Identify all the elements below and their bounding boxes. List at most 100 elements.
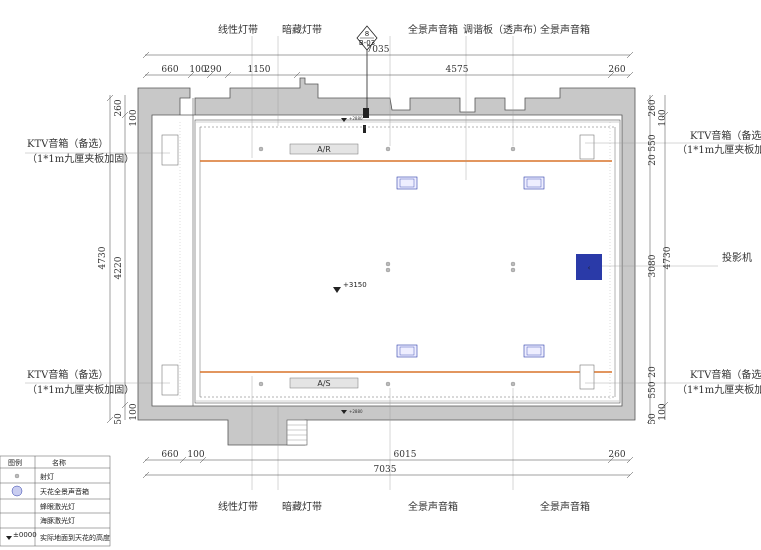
screen-bottom: A/S	[289, 377, 359, 389]
height-marker-bottom: +2880	[341, 409, 363, 414]
label-tuning-panel: 调谐板（透声布）	[463, 23, 543, 36]
section-mark: 8 B-03	[356, 25, 378, 118]
label-full-speaker-top-1: 全景声音箱	[408, 23, 458, 36]
label-ktv-left-top: KTV音箱（备选）	[27, 137, 108, 150]
label-full-speaker-bottom-2: 全景声音箱	[540, 500, 590, 513]
spotlight	[385, 381, 391, 387]
ktv-speaker-right-top	[579, 134, 595, 160]
spotlight	[510, 146, 516, 152]
label-ktv-left-bottom: KTV音箱（备选）	[27, 368, 108, 381]
svg-text:B-03: B-03	[359, 39, 375, 47]
ceiling-speaker	[523, 176, 545, 190]
ktv-speaker-left-top	[161, 134, 179, 166]
dim-left-100: 100	[129, 109, 139, 126]
legend-header-symbol: 图例	[8, 458, 22, 467]
dim-top-290: 290	[204, 65, 221, 75]
dim-right-4730: 4730	[663, 246, 673, 269]
ceiling-speaker	[396, 344, 418, 358]
walls	[137, 77, 636, 446]
spotlight	[258, 146, 264, 152]
dim-top-100: 100	[189, 65, 206, 75]
legend-header-name: 名称	[52, 458, 66, 467]
projector	[576, 254, 602, 280]
dim-top-660: 660	[161, 65, 178, 75]
screen-bottom-label: A/S	[317, 379, 330, 388]
dim-right-100: 100	[658, 109, 668, 126]
leader-lines	[25, 36, 750, 490]
dim-left-50: 50	[114, 413, 124, 425]
svg-text:+2880: +2880	[349, 409, 363, 414]
spotlights	[258, 146, 516, 387]
spotlight	[385, 146, 391, 152]
dim-bottom-6015: 6015	[394, 450, 417, 460]
dim-top-1150: 1150	[248, 65, 271, 75]
legend-row-symbol: ±0000	[13, 531, 37, 539]
ceiling-speaker	[523, 344, 545, 358]
legend-speaker-icon	[11, 485, 23, 497]
ceiling-height-marker: +3150	[333, 281, 367, 293]
svg-text:+2880: +2880	[349, 116, 363, 121]
svg-text:8: 8	[365, 30, 369, 38]
legend-row-name: 海豚激光灯	[40, 516, 75, 525]
label-linear-strip-bottom: 线性灯带	[218, 500, 258, 513]
label-hidden-strip-top: 暗藏灯带	[282, 23, 322, 36]
spotlight	[510, 261, 516, 267]
dim-top-4575: 4575	[446, 65, 469, 75]
dim-right-20b: 20	[648, 366, 658, 378]
dim-top-total: 7035	[367, 45, 390, 55]
dim-right-100b: 100	[658, 403, 668, 420]
ktv-speaker-right-bottom	[579, 364, 595, 390]
dim-bottom-660: 660	[161, 450, 178, 460]
label-full-speaker-top-2: 全景声音箱	[540, 23, 590, 36]
label-full-speaker-bottom-1: 全景声音箱	[408, 500, 458, 513]
spotlight	[385, 261, 391, 267]
dim-left-100b: 100	[129, 403, 139, 420]
spotlight	[258, 381, 264, 387]
dim-right-260: 260	[648, 99, 658, 116]
spotlight	[510, 381, 516, 387]
legend-row-name: 射灯	[40, 472, 54, 481]
dim-bottom-total: 7035	[374, 465, 397, 475]
label-ktv-right-bottom: KTV音箱（备选）	[690, 368, 761, 381]
dim-right-3080: 3080	[648, 254, 658, 277]
dimension-lines	[106, 51, 669, 479]
dim-bottom-260: 260	[608, 450, 625, 460]
legend-spotlight-icon	[14, 473, 20, 479]
dim-left-260: 260	[114, 99, 124, 116]
notch	[363, 108, 369, 118]
label-ktv-left-top-note: （1*1m九厘夹板加固）	[27, 152, 134, 165]
dim-left-4220: 4220	[114, 256, 124, 279]
label-projector: 投影机	[722, 251, 752, 264]
label-hidden-strip-bottom: 暗藏灯带	[282, 500, 322, 513]
ceiling-lines	[179, 121, 619, 402]
ktv-speakers	[161, 134, 595, 396]
dim-right-50: 50	[648, 413, 658, 425]
svg-text:+3150: +3150	[343, 281, 367, 289]
label-ktv-right-top-note: （1*1m九厘夹板加固）	[677, 143, 761, 156]
spotlight	[385, 267, 391, 273]
ceiling-speaker	[396, 176, 418, 190]
legend-height-icon	[6, 536, 12, 540]
wall-band	[137, 77, 636, 446]
screen-top-label: A/R	[317, 145, 331, 154]
svg-text:‹: ‹	[588, 264, 591, 272]
dim-left-4730: 4730	[98, 246, 108, 269]
label-ktv-right-bottom-note: （1*1m九厘夹板加固）	[677, 383, 761, 396]
dim-bottom-100: 100	[187, 450, 204, 460]
door-gap	[286, 419, 308, 446]
inner-room-outline	[194, 119, 621, 404]
dim-right-20: 20	[648, 154, 658, 166]
height-marker-top: +2880	[341, 116, 363, 122]
screen-top: A/R	[289, 143, 359, 155]
ceiling-speakers	[396, 176, 545, 358]
legend-table: 图例 名称 射灯 天花全景声音箱 蜂眼激光灯 海豚激光灯 ±0000 实际地面到…	[0, 455, 111, 547]
ktv-speaker-left-bottom	[161, 364, 179, 396]
label-ktv-left-bottom-note: （1*1m九厘夹板加固）	[27, 383, 134, 396]
label-ktv-right-top: KTV音箱（备选）	[690, 129, 761, 142]
spotlight	[510, 267, 516, 273]
legend-row-name: 蜂眼激光灯	[40, 502, 75, 511]
legend-row-name: 天花全景声音箱	[40, 487, 89, 496]
legend-row-name: 实际地面到天花的高度	[40, 533, 110, 542]
dim-right-550b: 550	[648, 381, 658, 398]
